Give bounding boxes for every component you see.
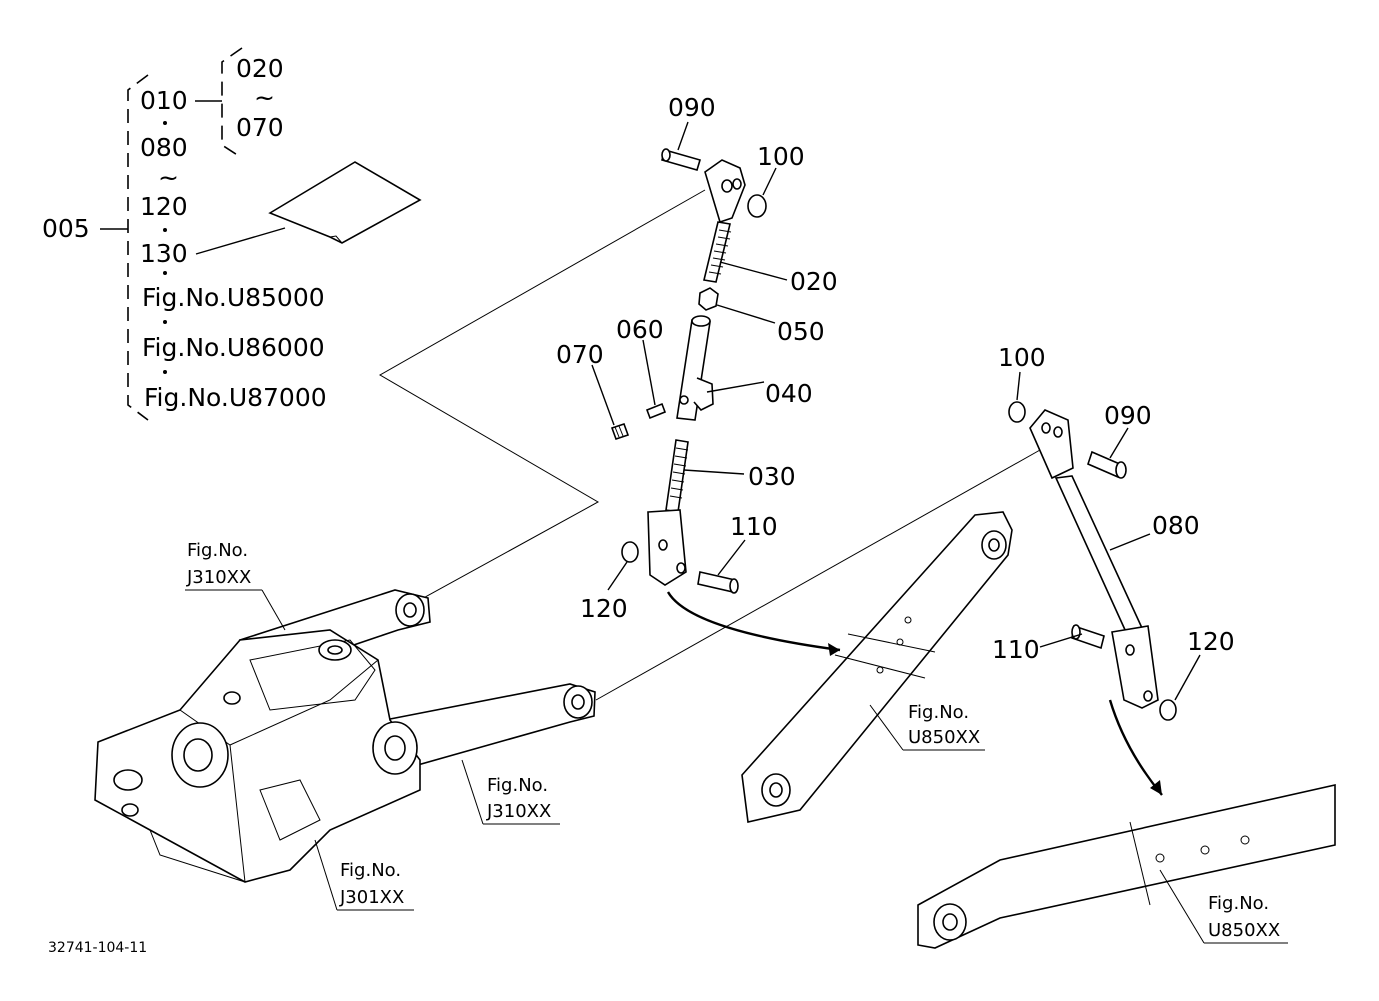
lock-nut-050 bbox=[698, 287, 719, 311]
figure-ref-j310-top[interactable]: Fig.No. J310XX bbox=[185, 540, 286, 631]
svg-text:Fig.No.: Fig.No. bbox=[1208, 893, 1269, 914]
callout-100[interactable]: 100 bbox=[757, 142, 805, 171]
figure-link-u87000[interactable]: Fig.No.U87000 bbox=[144, 383, 327, 412]
clevis-pin-110 bbox=[1071, 624, 1105, 650]
callout-110[interactable]: 110 bbox=[992, 635, 1040, 664]
callout-070[interactable]: 070 bbox=[556, 340, 604, 369]
callout-070-range-end[interactable]: 070 bbox=[236, 113, 284, 142]
callout-010[interactable]: 010 bbox=[140, 86, 188, 115]
svg-text:U850XX: U850XX bbox=[1208, 920, 1280, 941]
figure-ref-j310-mid[interactable]: Fig.No. J310XX bbox=[461, 759, 560, 825]
svg-text:J310XX: J310XX bbox=[186, 567, 251, 588]
figure-ref-j301[interactable]: Fig.No. J301XX bbox=[314, 839, 414, 911]
callout-030[interactable]: 030 bbox=[748, 462, 796, 491]
lower-link-bottom bbox=[917, 784, 1336, 949]
figure-link-u85000[interactable]: Fig.No.U85000 bbox=[142, 283, 325, 312]
retaining-ring-120 bbox=[1159, 699, 1177, 721]
figure-link-u86000[interactable]: Fig.No.U86000 bbox=[142, 333, 325, 362]
svg-text:Fig.No.: Fig.No. bbox=[487, 775, 548, 796]
svg-text:Fig.No.: Fig.No. bbox=[340, 860, 401, 881]
bolt-070 bbox=[610, 422, 630, 441]
threaded-rod-020 bbox=[703, 221, 732, 283]
svg-text:J301XX: J301XX bbox=[339, 887, 404, 908]
figure-ref-u850-mid[interactable]: Fig.No. U850XX bbox=[869, 702, 985, 751]
callout-080[interactable]: 080 bbox=[1152, 511, 1200, 540]
svg-text:U850XX: U850XX bbox=[908, 727, 980, 748]
range-tilde: ~ bbox=[254, 83, 275, 112]
callout-120-range-end[interactable]: 120 bbox=[140, 192, 188, 221]
lower-clevis bbox=[647, 509, 687, 586]
clevis-pin-090 bbox=[1087, 450, 1127, 479]
hydraulic-lift-housing bbox=[94, 589, 596, 883]
callout-130[interactable]: 130 bbox=[140, 239, 188, 268]
lower-rod-clevis bbox=[1111, 625, 1159, 709]
callout-080-range-start[interactable]: 080 bbox=[140, 133, 188, 162]
top-link-assembly: 090 100 020 050 040 bbox=[237, 93, 841, 701]
lower-link-middle bbox=[741, 511, 1013, 823]
callout-005[interactable]: 005 bbox=[42, 214, 90, 243]
svg-text:Fig.No.: Fig.No. bbox=[187, 540, 248, 561]
callout-090[interactable]: 090 bbox=[668, 93, 716, 122]
callout-050[interactable]: 050 bbox=[777, 317, 825, 346]
retaining-ring-100 bbox=[747, 194, 767, 218]
threaded-rod-030 bbox=[665, 439, 689, 513]
callout-060[interactable]: 060 bbox=[616, 315, 664, 344]
drawing-code: 32741-104-11 bbox=[48, 940, 147, 956]
callout-040[interactable]: 040 bbox=[765, 379, 813, 408]
lift-rod-assembly: 100 090 080 110 bbox=[992, 343, 1235, 796]
spring-pin-060 bbox=[645, 402, 667, 420]
figure-ref-u850-bot[interactable]: Fig.No. U850XX bbox=[1159, 869, 1288, 944]
range-tilde: ~ bbox=[158, 163, 179, 192]
callout-020-range-start[interactable]: 020 bbox=[236, 54, 284, 83]
kit-bracket-group: 005 010 020 ~ 070 080 ~ 120 130 Fig.No.U… bbox=[42, 47, 422, 421]
callout-100[interactable]: 100 bbox=[998, 343, 1046, 372]
instruction-sheet bbox=[268, 161, 422, 244]
clevis-pin-090 bbox=[661, 121, 701, 171]
callout-110[interactable]: 110 bbox=[730, 512, 778, 541]
retaining-ring-100 bbox=[1008, 401, 1026, 423]
callout-120[interactable]: 120 bbox=[580, 594, 628, 623]
retaining-ring-120 bbox=[621, 541, 639, 563]
svg-text:Fig.No.: Fig.No. bbox=[908, 702, 969, 723]
callout-090[interactable]: 090 bbox=[1104, 401, 1152, 430]
turnbuckle-040 bbox=[676, 315, 714, 421]
lift-rod-080 bbox=[1054, 475, 1144, 633]
svg-text:J310XX: J310XX bbox=[486, 801, 551, 822]
upper-rod-clevis bbox=[1029, 409, 1074, 480]
top-clevis bbox=[704, 159, 746, 224]
callout-120[interactable]: 120 bbox=[1187, 627, 1235, 656]
callout-020[interactable]: 020 bbox=[790, 267, 838, 296]
clevis-pin-110 bbox=[697, 571, 739, 594]
